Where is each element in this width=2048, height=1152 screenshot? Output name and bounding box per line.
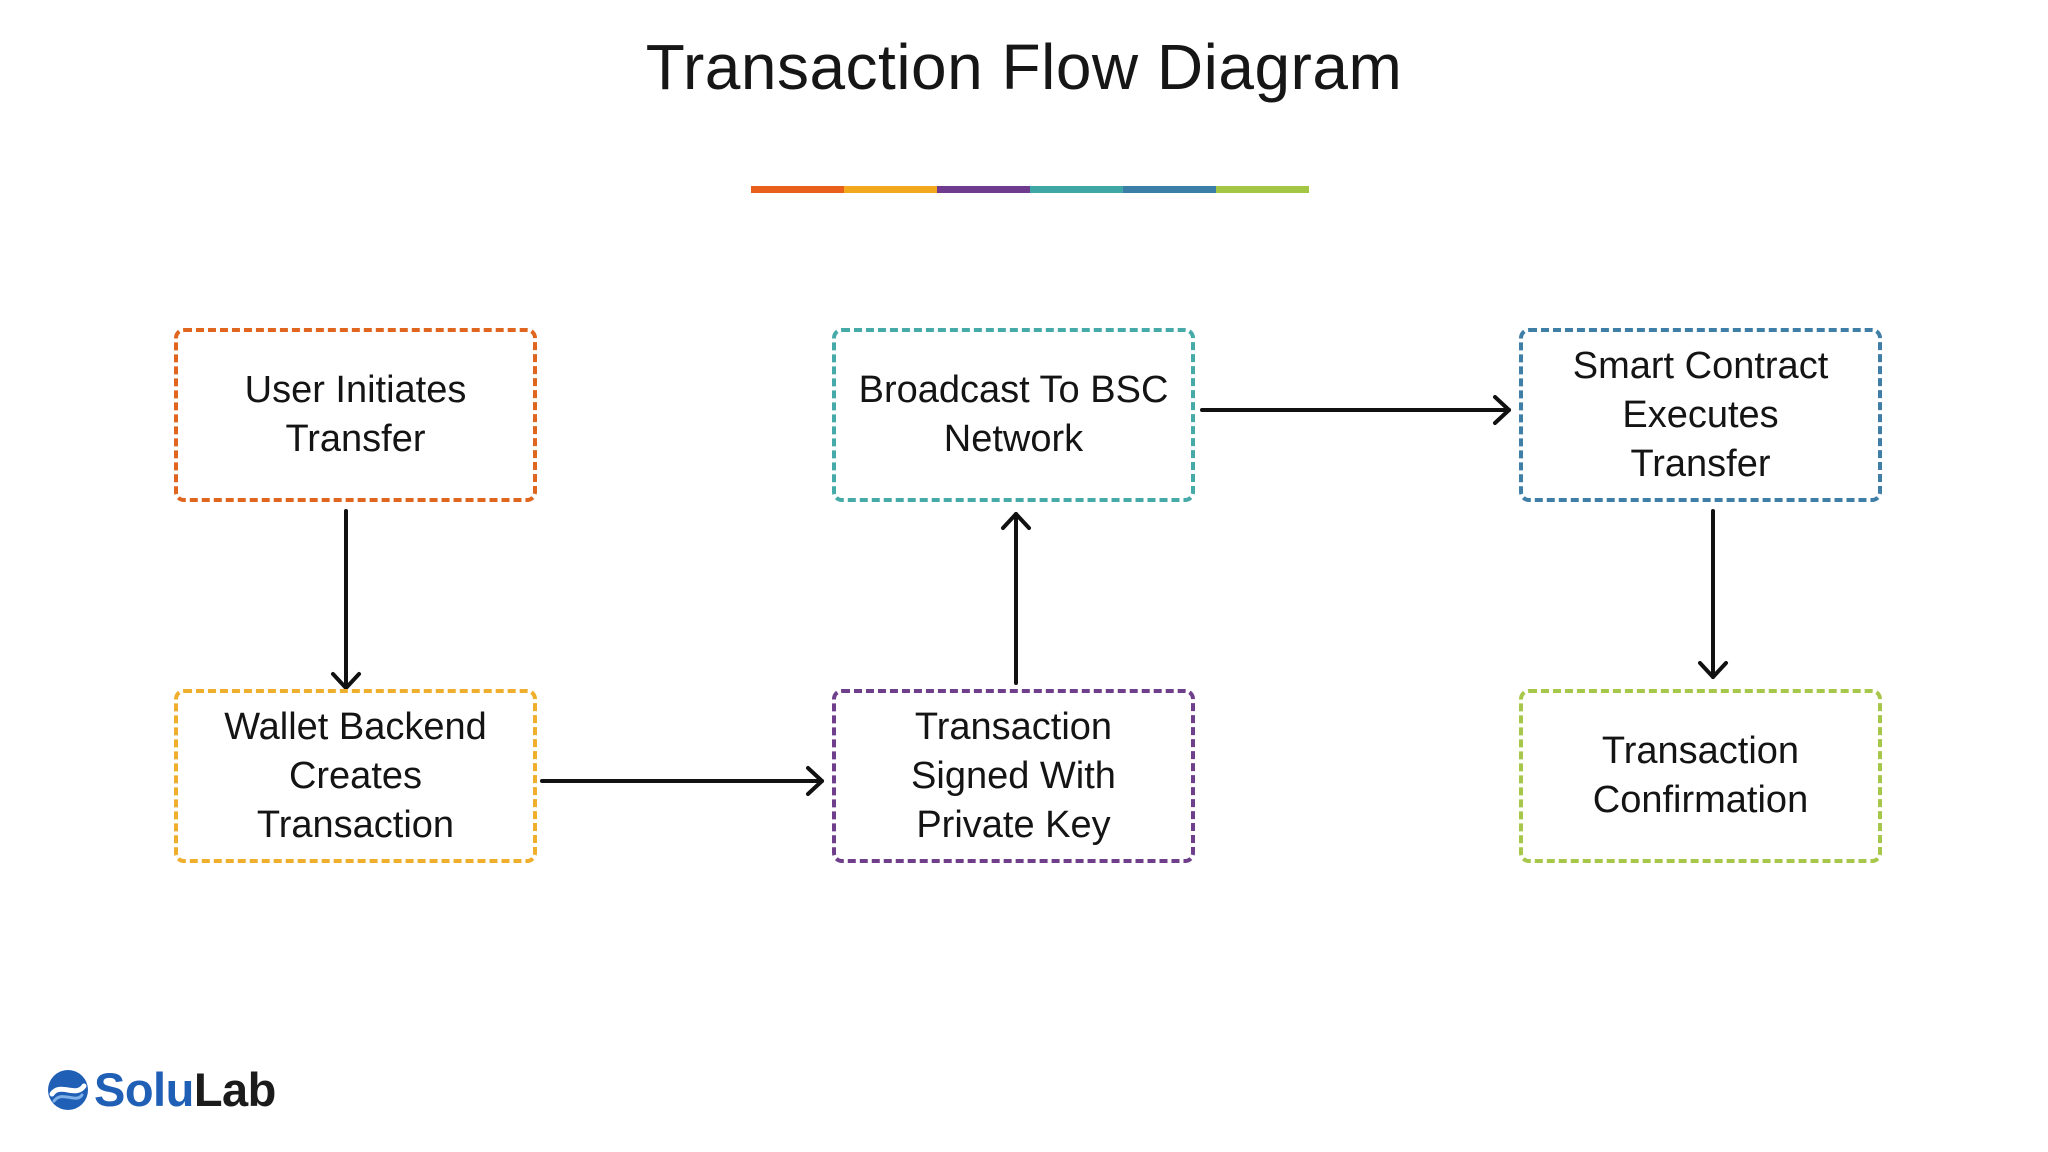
arrowhead-contract-to-confirmation [1698,661,1728,679]
logo-text-lab: Lab [193,1063,277,1116]
node-label: Smart Contract Executes Transfer [1572,344,1829,485]
logo-wordmark: SoluLab [94,1062,276,1117]
node-label: Wallet Backend Creates Transaction [224,705,487,846]
node-user-initiates-transfer: User Initiates Transfer [174,328,537,502]
arrowhead-broadcast-to-contract [1493,395,1511,425]
accent-segment [844,186,937,193]
node-broadcast-to-bsc-network: Broadcast To BSC Network [832,328,1195,502]
logo-text-solu: Solu [94,1063,194,1116]
solulab-logo-icon [48,1069,88,1110]
accent-segment [1123,186,1216,193]
node-wallet-backend-creates-transaction: Wallet Backend Creates Transaction [174,689,537,863]
arrowhead-signed-to-broadcast [1001,512,1031,530]
arrowhead-wallet-to-signed [806,766,824,796]
node-label: Transaction Signed With Private Key [911,705,1116,846]
node-transaction-signed-with-private-key: Transaction Signed With Private Key [832,689,1195,863]
accent-segment [1216,186,1309,193]
node-smart-contract-executes-transfer: Smart Contract Executes Transfer [1519,328,1882,502]
solulab-logo: SoluLab [46,1062,276,1117]
accent-segment [1030,186,1123,193]
accent-segment [937,186,1030,193]
diagram-title: Transaction Flow Diagram [645,31,1403,103]
accent-color-bar [751,186,1309,193]
arrowhead-user-to-wallet [331,672,361,690]
node-label: User Initiates Transfer [244,369,467,460]
node-transaction-confirmation: Transaction Confirmation [1519,689,1882,863]
node-label: Transaction Confirmation [1592,730,1809,821]
node-label: Broadcast To BSC Network [858,369,1169,460]
accent-segment [751,186,844,193]
